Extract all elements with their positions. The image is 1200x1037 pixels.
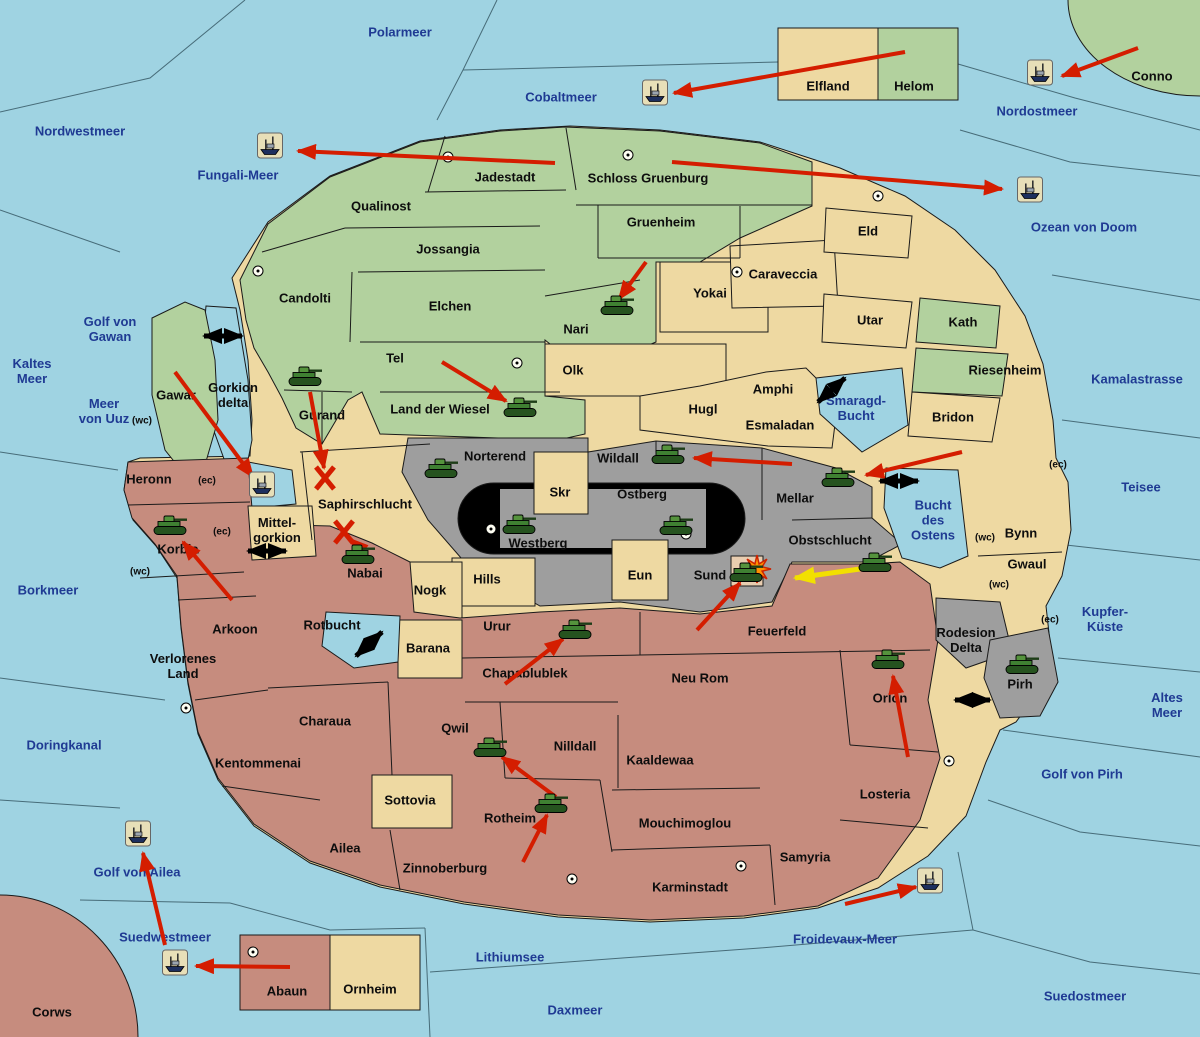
army-unit-icon-nabai[interactable] [339, 543, 377, 570]
fleet-unit-icon-cobaltmeer[interactable] [642, 79, 668, 111]
army-unit-icon-mellar[interactable] [819, 466, 857, 493]
fleet-unit-icon-suedwestmeer[interactable] [162, 949, 188, 981]
fleet-unit-icon-mittel-gorkion-kueste[interactable] [249, 471, 275, 503]
army-unit-icon-sund[interactable] [727, 561, 765, 588]
army-unit-icon-gurand[interactable] [286, 365, 324, 392]
army-unit-icon-rotheim[interactable] [532, 792, 570, 819]
army-unit-icon-urur[interactable] [556, 618, 594, 645]
fleet-unit-icon-golf-von-ailea[interactable] [125, 820, 151, 852]
army-unit-icon-ostberg[interactable] [657, 514, 695, 541]
army-unit-icon-qwil[interactable] [471, 736, 509, 763]
fleet-unit-icon-ozean-von-doom[interactable] [1017, 176, 1043, 208]
army-unit-icon-orlon[interactable] [869, 648, 907, 675]
army-unit-icon-wildall[interactable] [649, 443, 687, 470]
army-unit-icon-pirh[interactable] [1003, 653, 1041, 680]
fleet-unit-icon-nordostmeer[interactable] [1027, 59, 1053, 91]
army-unit-icon-land-der-wiesel[interactable] [501, 396, 539, 423]
army-unit-icon-korbia[interactable] [151, 514, 189, 541]
army-unit-icon-obstschlucht[interactable] [856, 551, 894, 578]
army-unit-icon-nari[interactable] [598, 294, 636, 321]
army-unit-icon-norterend[interactable] [422, 457, 460, 484]
fleet-unit-icon-froidevaux-meer[interactable] [917, 867, 943, 899]
fleet-unit-icon-fungali-meer[interactable] [257, 132, 283, 164]
army-unit-icon-westberg[interactable] [500, 513, 538, 540]
